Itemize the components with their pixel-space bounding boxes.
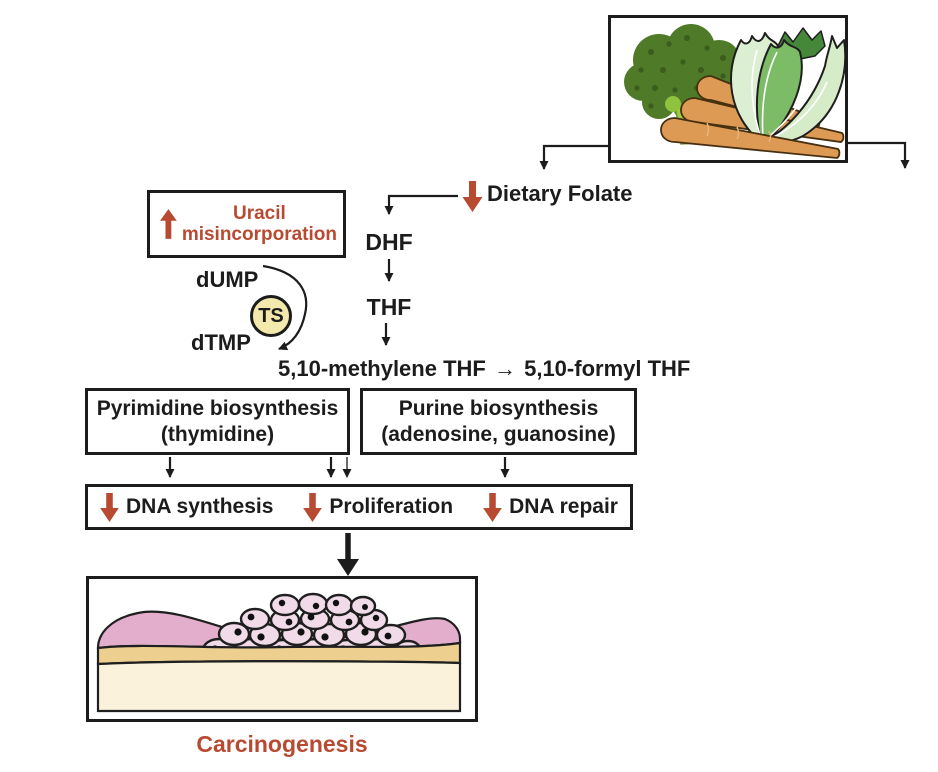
increase-arrow-icon — [160, 209, 177, 239]
veg-to-right-arrow — [847, 141, 910, 169]
vegetables-image-box — [608, 15, 848, 163]
proliferation-item: Proliferation — [303, 492, 454, 522]
outcomes-bar: DNA synthesis Proliferation DNA repair — [85, 484, 633, 530]
decrease-arrow-icon — [483, 492, 502, 522]
decrease-arrow-icon — [303, 492, 323, 522]
dna-repair-label: DNA repair — [509, 495, 618, 518]
carcinogenesis-image-box — [86, 576, 478, 722]
carcinogenesis-caption: Carcinogenesis — [196, 731, 368, 757]
veg-to-folate-arrow — [539, 144, 608, 170]
uracil-misincorporation-label: Uracil misincorporation — [181, 202, 337, 245]
thf-label: THF — [366, 294, 412, 320]
conversion-arrow-icon: → — [493, 356, 516, 381]
dhf-label: DHF — [365, 229, 413, 255]
folate-to-dhf-arrow — [384, 194, 458, 215]
outcomes-to-carcinogenesis-arrowhead — [337, 559, 359, 576]
pyrimidine-biosynthesis-box: Pyrimidine biosynthesis (thymidine) — [85, 388, 350, 455]
formyl-thf-label: 5,10-formyl THF — [524, 356, 691, 381]
dtmp-label: dTMP — [191, 330, 251, 355]
purine-biosynthesis-box: Purine biosynthesis (adenosine, guanosin… — [360, 388, 637, 455]
dna-synthesis-label: DNA synthesis — [126, 495, 274, 518]
cabbage-icon — [730, 27, 845, 145]
tissue-illustration — [96, 592, 462, 713]
methylene-formyl-line: 5,10-methylene THF → 5,10-formyl THF — [278, 356, 690, 382]
dna-synthesis-item: DNA synthesis — [100, 492, 274, 522]
ts-enzyme-circle: TS — [250, 295, 292, 337]
methylene-thf-label: 5,10-methylene THF — [278, 356, 486, 381]
proliferation-label: Proliferation — [329, 495, 454, 518]
dump-label: dUMP — [196, 267, 259, 292]
uracil-misincorporation-box: Uracil misincorporation — [147, 190, 346, 258]
stroma-layer — [96, 660, 462, 713]
dna-repair-item: DNA repair — [483, 492, 618, 522]
vegetables-illustration — [624, 24, 845, 159]
dietary-folate-label: Dietary Folate — [487, 181, 633, 206]
decrease-arrow-icon — [462, 181, 483, 212]
ts-enzyme-label: TS — [258, 304, 284, 327]
decrease-arrow-icon — [100, 492, 119, 522]
carrot-icon — [660, 117, 841, 159]
